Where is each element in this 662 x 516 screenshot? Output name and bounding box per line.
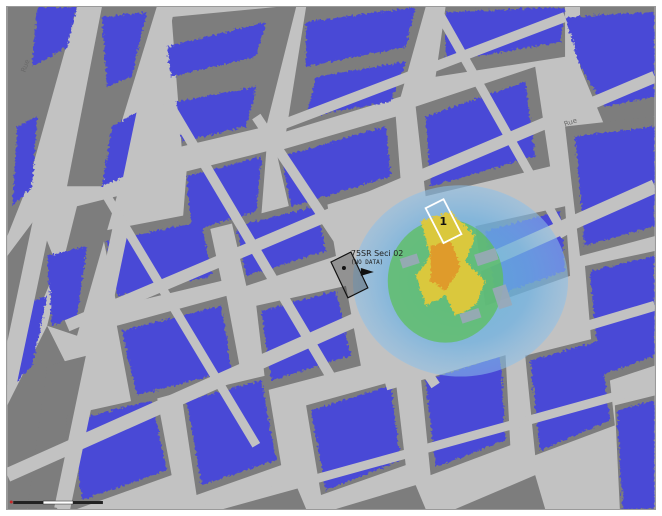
coverage-buildings: [399, 247, 513, 324]
coverage-hotspot: [415, 211, 486, 316]
marker-number: 1: [440, 215, 448, 228]
marker-1[interactable]: 1: [424, 198, 463, 245]
site-direction-arrow-icon: [360, 267, 374, 276]
scale-bar: [9, 500, 103, 505]
site-point-icon: [341, 265, 346, 270]
road-network: [7, 7, 655, 509]
coverage-zone: [352, 185, 569, 377]
site-footprint[interactable]: 75SR Seci 02 (NO DATA): [330, 249, 403, 299]
site-label: 75SR Seci 02: [351, 249, 403, 258]
site-sublabel: (NO DATA): [351, 259, 383, 266]
marker-outline: [424, 198, 463, 245]
map-canvas[interactable]: 75SR Seci 02 (NO DATA) 1 Rue Rue: [6, 6, 656, 510]
scale-origin-icon: [9, 500, 13, 504]
